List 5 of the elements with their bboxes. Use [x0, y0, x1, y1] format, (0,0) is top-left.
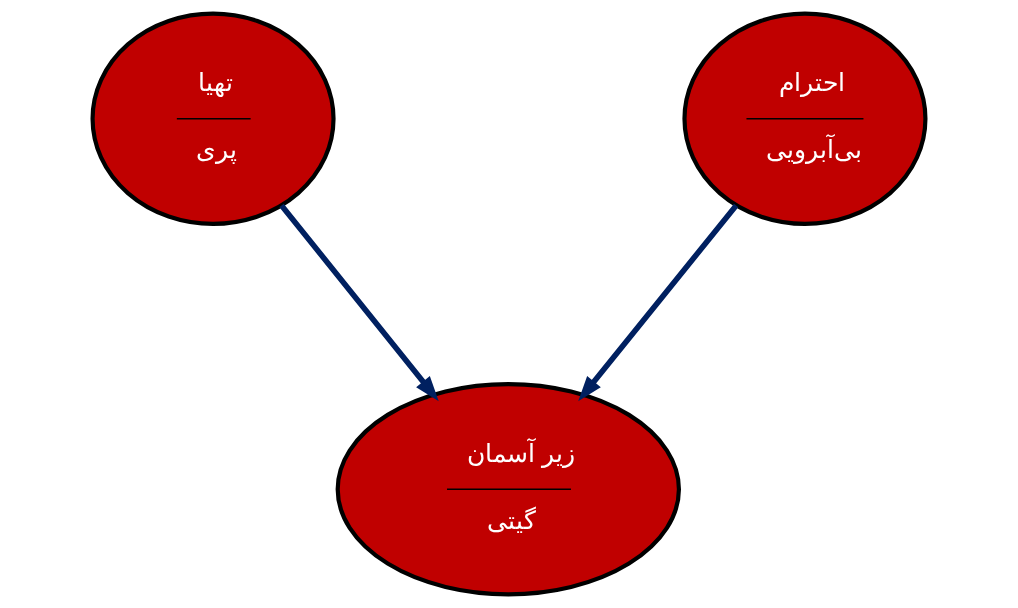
- node-ellipse: زیر آسمان گیتی: [335, 382, 681, 597]
- node-ellipse: احترام بی‌آبرویی: [682, 11, 928, 226]
- node-ellipse: تهیا پری: [90, 11, 336, 226]
- arrow: [578, 203, 739, 402]
- arrow: [279, 203, 439, 402]
